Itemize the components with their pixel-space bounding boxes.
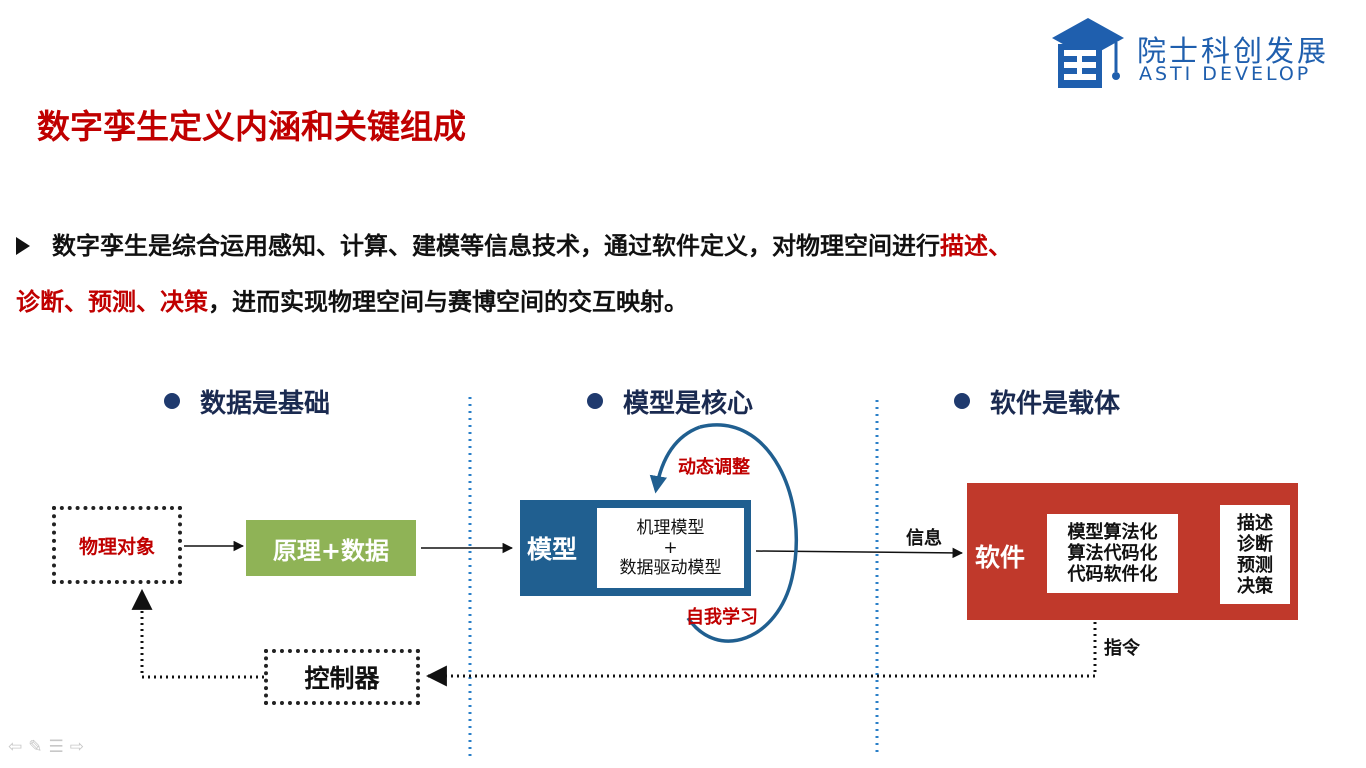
paragraph-line-1-highlight: 描述、 bbox=[940, 232, 1012, 260]
bullet-dot-icon bbox=[587, 393, 603, 409]
output-line-4: 决策 bbox=[1237, 575, 1273, 597]
model-inner-line-1: 机理模型 bbox=[636, 518, 705, 538]
paragraph-line-2-text: ，进而实现物理空间与赛博空间的交互映射。 bbox=[208, 288, 688, 316]
output-line-2: 诊断 bbox=[1237, 533, 1273, 555]
loop-ring bbox=[686, 423, 798, 643]
node-output: 描述 诊断 预测 决策 bbox=[1220, 505, 1290, 604]
model-inner-line-2: 数据驱动模型 bbox=[619, 558, 722, 578]
node-principle-data: 原理+数据 bbox=[246, 520, 416, 576]
prev-slide-icon[interactable]: ⇦ bbox=[8, 737, 29, 757]
logo-name-en: ASTI DEVELOP bbox=[1139, 63, 1312, 85]
loop-arrow-head bbox=[649, 425, 701, 494]
bullet-arrow-icon bbox=[16, 237, 30, 255]
label-dynamic-adjust: 动态调整 bbox=[678, 457, 750, 478]
bullet-dot-icon bbox=[164, 393, 180, 409]
label-self-learning: 自我学习 bbox=[686, 607, 758, 628]
pillar-model: 模型是核心 bbox=[587, 383, 753, 420]
pillar-data-label: 数据是基础 bbox=[200, 389, 331, 419]
node-software-label: 软件 bbox=[975, 543, 1026, 572]
output-line-1: 描述 bbox=[1237, 512, 1273, 534]
pillar-data: 数据是基础 bbox=[164, 383, 330, 420]
paragraph-line-2-highlight: 诊断、预测、决策 bbox=[16, 288, 208, 316]
output-line-3: 预测 bbox=[1237, 554, 1273, 576]
software-inner-line-2: 算法代码化 bbox=[1067, 543, 1158, 564]
pen-icon[interactable]: ✎ bbox=[28, 737, 49, 757]
paragraph-line-1: 数字孪生是综合运用感知、计算、建模等信息技术，通过软件定义，对物理空间进行描述、 bbox=[16, 226, 1012, 261]
node-model-inner: 机理模型 + 数据驱动模型 bbox=[597, 508, 744, 588]
software-inner-line-1: 模型算法化 bbox=[1067, 522, 1158, 543]
pillar-software-label: 软件是载体 bbox=[990, 389, 1121, 419]
label-command: 指令 bbox=[1104, 638, 1140, 659]
label-info: 信息 bbox=[906, 528, 942, 549]
page-title: 数字孪生定义内涵和关键组成 bbox=[37, 107, 466, 146]
graduation-cap-icon bbox=[1052, 18, 1124, 88]
pillar-model-label: 模型是核心 bbox=[623, 389, 754, 419]
arrow-controller-to-object bbox=[131, 588, 264, 679]
bullet-dot-icon bbox=[954, 393, 970, 409]
paragraph-line-2: 诊断、预测、决策，进而实现物理空间与赛博空间的交互映射。 bbox=[16, 282, 688, 317]
logo-name-cn: 院士科创发展 bbox=[1137, 34, 1330, 68]
slideshow-controls: ⇦✎☰⇨ bbox=[8, 737, 90, 757]
node-controller: 控制器 bbox=[264, 649, 420, 705]
model-inner-plus: + bbox=[663, 538, 678, 558]
software-inner-line-3: 代码软件化 bbox=[1067, 564, 1158, 585]
arrow-model-to-software bbox=[755, 547, 964, 559]
node-physical-object: 物理对象 bbox=[52, 506, 182, 584]
paragraph-line-1-text: 数字孪生是综合运用感知、计算、建模等信息技术，通过软件定义，对物理空间进行 bbox=[52, 232, 940, 260]
menu-icon[interactable]: ☰ bbox=[48, 737, 70, 757]
pillar-software: 软件是载体 bbox=[954, 383, 1120, 420]
arrow-command-return bbox=[425, 622, 1097, 687]
node-model-label: 模型 bbox=[527, 535, 578, 564]
node-software-inner: 模型算法化 算法代码化 代码软件化 bbox=[1047, 514, 1178, 593]
next-slide-icon[interactable]: ⇨ bbox=[69, 737, 90, 757]
